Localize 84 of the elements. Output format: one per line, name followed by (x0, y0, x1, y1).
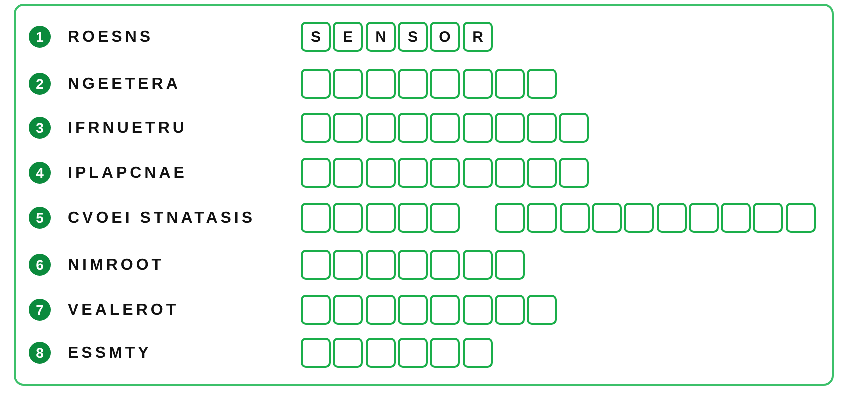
number-badge: 4 (29, 162, 51, 184)
letter-box (398, 295, 428, 325)
letter-box (463, 113, 493, 143)
scrambled-word: IPLAPCNAE (68, 164, 188, 184)
scrambled-word: CVOEI STNATASIS (68, 209, 256, 229)
letter-box (333, 295, 363, 325)
letter-box (366, 250, 396, 280)
scrambled-word: VEALEROT (68, 301, 180, 321)
letter-box (592, 203, 622, 233)
number-badge: 5 (29, 207, 51, 229)
scrambled-word: NGEETERA (68, 75, 181, 95)
letter-box (463, 158, 493, 188)
letter-box (301, 203, 331, 233)
number-badge: 3 (29, 117, 51, 139)
letter-box (527, 69, 557, 99)
letter-box (333, 69, 363, 99)
scrambled-word: ESSMTY (68, 344, 152, 364)
letter-box (301, 113, 331, 143)
letter-box (333, 113, 363, 143)
letter-box (689, 203, 719, 233)
scrambled-word: ROESNS (68, 28, 154, 48)
letter-box (430, 203, 460, 233)
letter-box: O (430, 22, 460, 52)
letter-box (366, 338, 396, 368)
letter-box (463, 250, 493, 280)
letter-box (301, 69, 331, 99)
letter-box (430, 295, 460, 325)
letter-box (430, 158, 460, 188)
letter-box (398, 113, 428, 143)
letter-box (366, 69, 396, 99)
number-badge: 6 (29, 254, 51, 276)
letter-box (495, 295, 525, 325)
letter-box (560, 203, 590, 233)
letter-box (333, 250, 363, 280)
letter-box (333, 338, 363, 368)
letter-box (366, 295, 396, 325)
letter-box (495, 250, 525, 280)
letter-box (301, 250, 331, 280)
letter-box (527, 295, 557, 325)
letter-box (721, 203, 751, 233)
letter-box (430, 250, 460, 280)
letter-box (624, 203, 654, 233)
number-badge: 8 (29, 342, 51, 364)
letter-box (398, 158, 428, 188)
letter-box (527, 113, 557, 143)
letter-box (495, 158, 525, 188)
letter-box (657, 203, 687, 233)
letter-box (333, 203, 363, 233)
letter-box (495, 203, 525, 233)
letter-box (301, 295, 331, 325)
letter-box (398, 203, 428, 233)
letter-box (430, 113, 460, 143)
letter-box (463, 338, 493, 368)
letter-box (366, 158, 396, 188)
number-badge: 7 (29, 299, 51, 321)
letter-box (301, 338, 331, 368)
letter-box (753, 203, 783, 233)
letter-box (559, 113, 589, 143)
letter-box (495, 113, 525, 143)
letter-box: S (398, 22, 428, 52)
letter-box (463, 295, 493, 325)
letter-box (366, 203, 396, 233)
number-badge: 1 (29, 26, 51, 48)
letter-box (495, 69, 525, 99)
letter-box (527, 158, 557, 188)
letter-box: S (301, 22, 331, 52)
letter-box: R (463, 22, 493, 52)
scrambled-word: IFRNUETRU (68, 119, 188, 139)
letter-box (463, 69, 493, 99)
letter-box (333, 158, 363, 188)
letter-box (527, 203, 557, 233)
letter-box: E (333, 22, 363, 52)
letter-box (786, 203, 816, 233)
letter-box (430, 338, 460, 368)
letter-box (398, 338, 428, 368)
letter-box (301, 158, 331, 188)
scrambled-word: NIMROOT (68, 256, 165, 276)
letter-box (430, 69, 460, 99)
letter-box (366, 113, 396, 143)
letter-box: N (366, 22, 396, 52)
letter-box (398, 250, 428, 280)
number-badge: 2 (29, 73, 51, 95)
letter-box (559, 158, 589, 188)
letter-box (398, 69, 428, 99)
